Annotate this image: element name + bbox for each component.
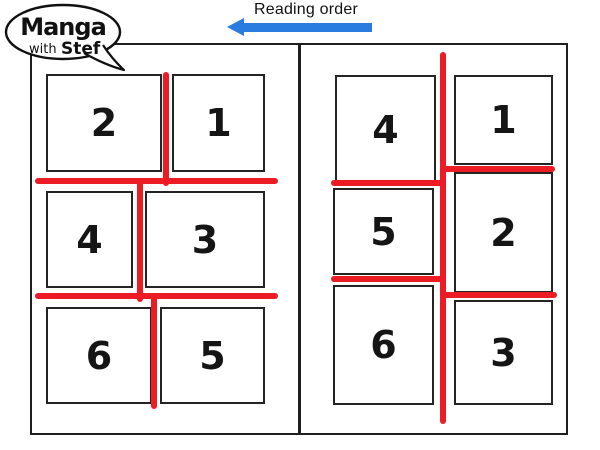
panel-number: 2 <box>90 101 118 145</box>
panel-number: 3 <box>191 217 219 262</box>
flow-line-left-row1-bottom <box>35 178 278 184</box>
panel-number: 6 <box>85 333 113 378</box>
left-page-panel: 3 <box>145 191 265 288</box>
right-page-panel: 6 <box>333 285 434 405</box>
flow-line-left-row1-divider <box>163 72 169 186</box>
reading-order-label: Reading order <box>254 1 358 18</box>
left-arrow-head-icon <box>227 18 244 36</box>
page-divider <box>298 44 301 434</box>
panel-number: 5 <box>199 333 226 378</box>
panel-number: 2 <box>490 210 517 255</box>
left-page-panel: 6 <box>46 307 152 404</box>
manga-with-stef-logo: Manga with Stef <box>4 3 126 72</box>
right-page-panel: 1 <box>454 75 553 165</box>
left-page-panel: 4 <box>46 191 133 288</box>
panel-number: 5 <box>370 209 397 254</box>
left-page-panel: 2 <box>46 74 162 172</box>
flow-line-right-center <box>440 52 446 424</box>
logo-sub-prefix: with <box>29 42 57 57</box>
right-page-panel: 3 <box>454 300 553 405</box>
panel-number: 4 <box>372 108 399 152</box>
flow-line-right-under-4 <box>331 180 444 186</box>
left-arrow-icon <box>242 23 372 32</box>
right-page-panel: 4 <box>335 75 436 185</box>
flow-line-left-row2-divider <box>137 181 143 302</box>
flow-line-right-under-5 <box>331 276 444 282</box>
left-page-panel: 1 <box>172 74 265 172</box>
speech-bubble-tail <box>83 44 126 72</box>
left-page-panel: 5 <box>160 307 265 404</box>
panel-number: 3 <box>490 330 517 375</box>
panel-number: 1 <box>490 98 517 142</box>
panel-number: 6 <box>370 323 397 367</box>
right-page-panel: 2 <box>454 172 553 293</box>
right-page-panel: 5 <box>333 188 434 275</box>
logo-sub-name: Stef <box>61 39 101 59</box>
speech-bubble <box>4 3 122 61</box>
panel-number: 1 <box>205 101 232 145</box>
flow-line-right-under-2 <box>441 292 557 298</box>
panel-number: 4 <box>76 217 103 262</box>
flow-line-right-under-1 <box>441 166 555 172</box>
flow-line-left-row3-divider <box>151 293 157 409</box>
logo-title: Manga <box>20 13 106 41</box>
